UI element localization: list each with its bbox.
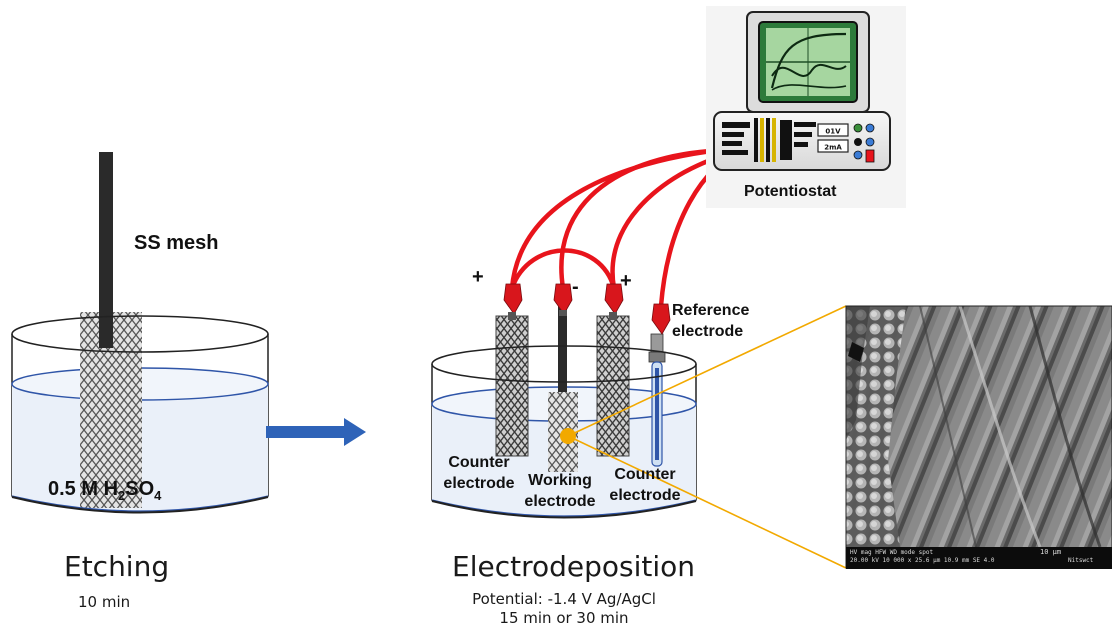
- etching-beaker-rim: [11, 315, 269, 353]
- reference-label-line-1: Reference: [672, 302, 750, 319]
- counter-left-line-1: Counter: [448, 454, 510, 471]
- potentiostat-label: Potentiostat: [744, 183, 837, 200]
- process-arrow: [266, 418, 366, 446]
- sem-org-label: Nitswct: [1068, 557, 1094, 564]
- counter-electrode-right: [596, 315, 630, 457]
- sem-scale-label: 10 μm: [1040, 548, 1062, 556]
- etching-mesh-strip: [99, 152, 113, 348]
- working-line-2: electrode: [524, 493, 596, 510]
- electrodeposition-title: Electrodeposition: [452, 550, 696, 583]
- working-electrode-label: Working electrode: [514, 470, 606, 512]
- electrodeposition-potential: Potential: -1.4 V Ag/AgCl: [472, 590, 656, 608]
- reference-label-line-2: electrode: [672, 323, 744, 340]
- counter-electrode-left-label: Counter electrode: [434, 452, 524, 494]
- counter-right-line-1: Counter: [614, 466, 676, 483]
- polarity-right: +: [620, 270, 632, 292]
- potentiostat-voltage-readout: 01V: [825, 128, 841, 136]
- etching-title: Etching: [64, 550, 170, 583]
- sem-info-headers: HV mag HFW WD mode spot: [850, 549, 934, 556]
- polarity-middle: -: [572, 276, 579, 298]
- potentiostat: 01V 2mA: [706, 6, 906, 208]
- counter-right-line-2: electrode: [609, 487, 681, 504]
- sem-image: [567, 305, 1112, 569]
- solution-prefix: 0.5 M H: [48, 478, 119, 500]
- polarity-left: +: [472, 266, 484, 288]
- counter-left-line-2: electrode: [443, 475, 515, 492]
- etching-time: 10 min: [78, 593, 131, 611]
- clip-right: [604, 283, 624, 320]
- solution-mid: SO: [125, 478, 155, 500]
- working-line-1: Working: [528, 472, 592, 489]
- etching-beaker: [11, 152, 269, 514]
- solution-sub-1: 2: [118, 488, 126, 503]
- potentiostat-current-readout: 2mA: [824, 144, 842, 152]
- reference-electrode-label: Reference electrode: [672, 300, 749, 342]
- sem-info-values: 20.00 kV 10 000 x 25.6 μm 10.9 mm SE 4.0: [850, 557, 995, 564]
- sem-info-bar: HV mag HFW WD mode spot 20.00 kV 10 000 …: [846, 547, 1112, 569]
- clip-reference: [651, 303, 671, 335]
- deposition-beaker-rim: [431, 345, 697, 383]
- clip-left: [503, 283, 523, 320]
- zoom-line-bottom: [567, 435, 847, 569]
- counter-electrode-right-label: Counter electrode: [602, 464, 688, 506]
- zoom-line-top: [567, 305, 847, 437]
- counter-electrode-left: [495, 315, 529, 457]
- reference-electrode: [648, 333, 666, 467]
- solution-sub-2: 4: [154, 488, 162, 503]
- ss-mesh-label: SS mesh: [134, 232, 219, 254]
- solution-label: 0.5 M H2SO4: [48, 478, 161, 503]
- alligator-clips: [503, 283, 671, 335]
- clip-middle: [553, 283, 573, 316]
- electrodeposition-time: 15 min or 30 min: [499, 609, 629, 627]
